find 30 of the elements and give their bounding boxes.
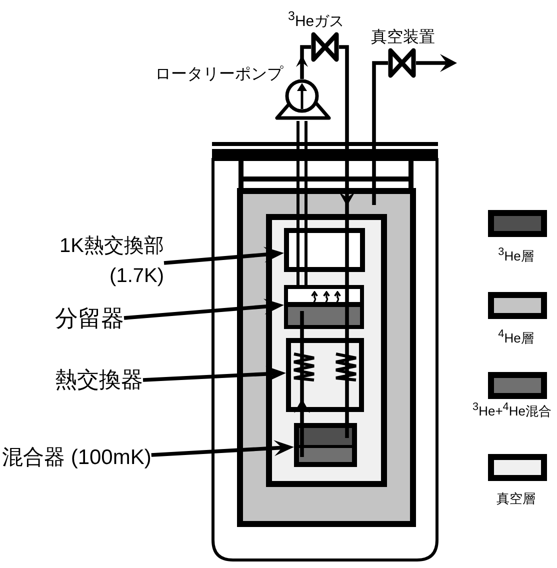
pipe [372,61,388,205]
part-label: 分留器 [55,305,124,332]
pipe [345,272,349,285]
legend-label: 真空層 [496,491,536,508]
still-box [284,285,364,329]
pipe [345,412,349,423]
part-label: 混合器 (100mK) [2,446,152,470]
leader-arrow [124,298,284,320]
double-pipe [296,120,308,230]
legend-label: $^{3}$He層 [498,246,534,265]
pipe [345,329,349,338]
mixing-chamber-box [294,423,357,467]
double-pipe [296,270,308,286]
component-label: 真空装置 [371,28,435,48]
heat-exchanger-box [286,338,364,412]
flow-arrow [294,399,310,423]
legend-label: $^{4}$He層 [498,328,534,347]
part-label: 熱交換器 [55,367,143,392]
pipe [300,329,304,338]
part-label: 1K熱交換部 (1.7K) [22,231,164,291]
flow-arrow [416,54,457,72]
legend-label: $^{3}$He+$^{4}$He混合 [472,401,552,420]
leader-arrow [164,246,284,265]
component-label: $^{3}$Heガス [288,9,344,31]
pot-box [284,228,365,272]
flow-arrow [296,45,311,79]
leader-arrow [151,440,294,457]
flow-arrow [339,45,355,228]
leader-arrow [142,366,286,382]
component-label: ロータリーポンプ [155,65,283,84]
